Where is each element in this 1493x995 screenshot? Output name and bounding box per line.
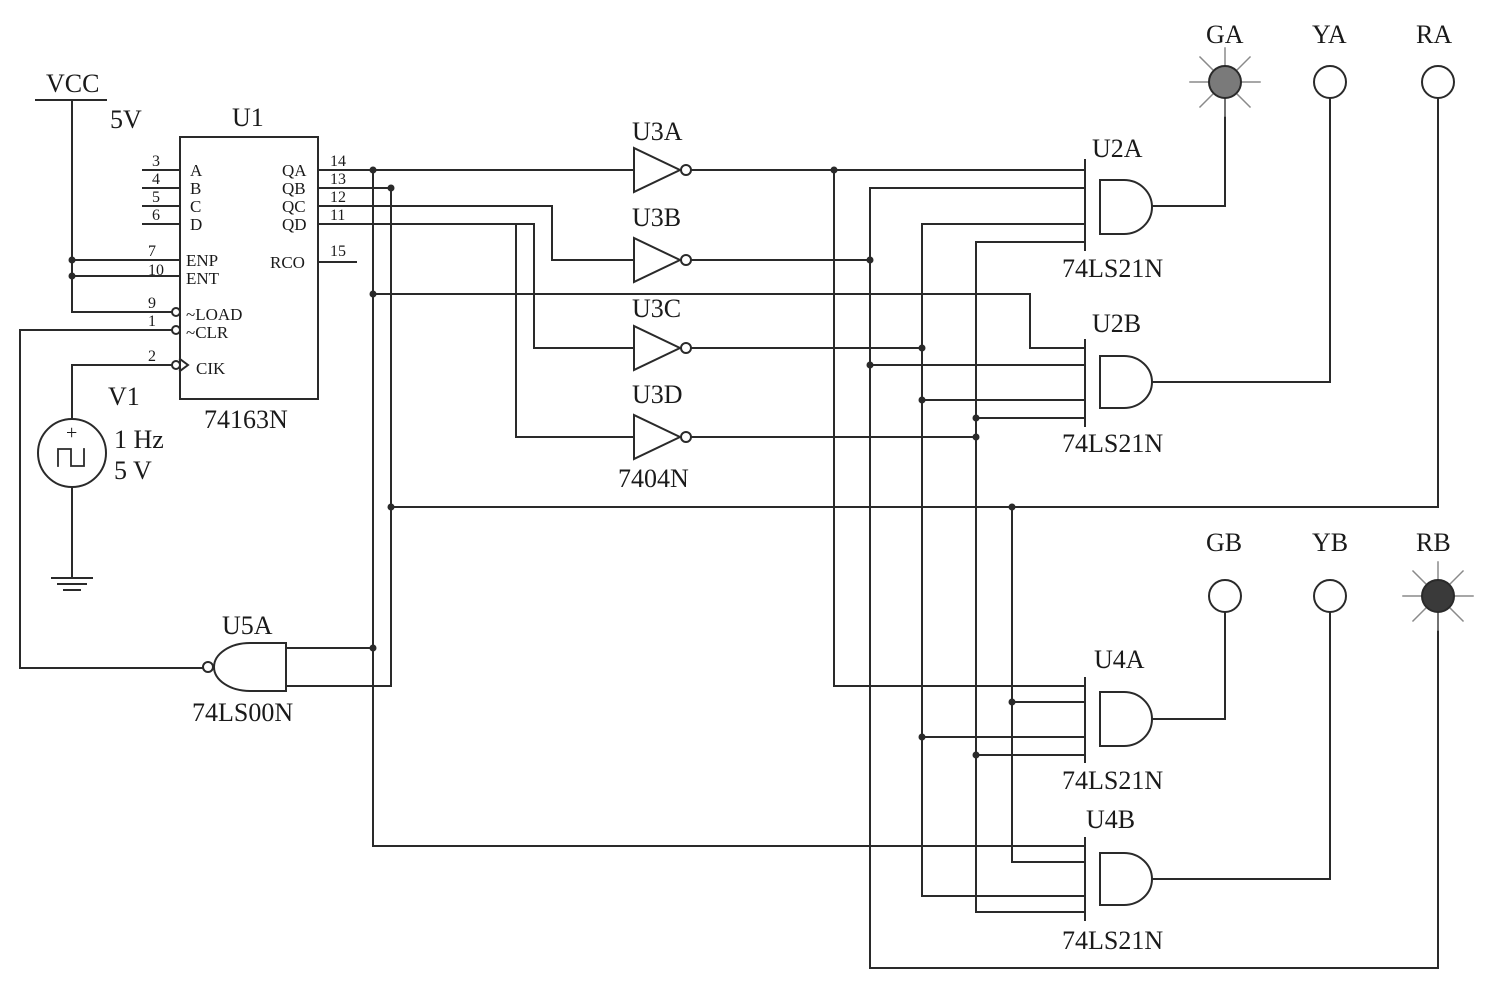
vcc-voltage: 5V [110, 105, 142, 134]
plus-sign: + [66, 422, 77, 444]
pin-num: 14 [330, 153, 346, 170]
gate-part: 74LS21N [1062, 429, 1163, 458]
pin-name: QA [282, 161, 307, 180]
u1-part: 74163N [204, 405, 288, 434]
gate-name: U4B [1086, 805, 1135, 834]
pin-num: 5 [152, 189, 160, 206]
pin-name: ~CLR [186, 323, 229, 342]
lamp-bulb-icon [1313, 579, 1347, 613]
gate-part: 74LS21N [1062, 766, 1163, 795]
pin-name: RCO [270, 253, 305, 272]
lamp-bulb-icon [1313, 65, 1347, 99]
pin-num: 11 [330, 207, 345, 224]
pin-name: ENP [186, 251, 218, 270]
pin-num: 6 [152, 207, 160, 224]
inverter-name: U3D [632, 380, 683, 409]
inverter-name: U3C [632, 294, 681, 323]
gate-name: U2B [1092, 309, 1141, 338]
pin-num: 9 [148, 295, 156, 312]
square-wave-icon [57, 448, 85, 467]
and-gate-u2b[interactable]: U2B 74LS21N [1062, 309, 1163, 458]
inverter-u3b[interactable]: U3B [632, 203, 692, 284]
inverter-name: U3A [632, 117, 683, 146]
and-gate-u2a[interactable]: U2A 74LS21N [1062, 134, 1163, 283]
inverter-u3c[interactable]: U3C [632, 294, 692, 372]
v1-name: V1 [108, 382, 140, 411]
inverter-name: U3B [632, 203, 681, 232]
gate-part: 74LS21N [1062, 254, 1163, 283]
lamp-label: YB [1312, 528, 1348, 557]
pin-name: A [190, 161, 203, 180]
pin-num: 12 [330, 189, 346, 206]
junctions [68, 166, 1016, 759]
and-gate-u4a[interactable]: U4A 74LS21N [1062, 645, 1163, 795]
pin-name: ENT [186, 269, 220, 288]
lamp-bulb-icon [1421, 65, 1455, 99]
lamp-gb: GB [1206, 528, 1242, 613]
counter-u1[interactable]: U1 74163N 3 4 5 6 7 10 9 1 2 A B C D ENP… [148, 103, 346, 434]
pin-num: 10 [148, 262, 164, 279]
and-gate-u4b[interactable]: U4B 74LS21N [1062, 805, 1163, 955]
lamp-ra: RA [1416, 20, 1455, 99]
lamp-label: GA [1206, 20, 1244, 49]
lamp-ya: YA [1312, 20, 1347, 99]
nand-part: 74LS00N [192, 698, 293, 727]
pin-name: QD [282, 215, 307, 234]
lamp-label: RB [1416, 528, 1451, 557]
clock-source-v1[interactable]: + V1 1 Hz 5 V [37, 382, 164, 488]
vcc-supply: VCC 5V [46, 69, 142, 134]
pin-name: CIK [196, 359, 226, 378]
inverter-part: 7404N [618, 464, 689, 493]
pin-name: D [190, 215, 202, 234]
wires [19, 97, 1439, 969]
pin-num: 3 [152, 153, 160, 170]
lamp-label: RA [1416, 20, 1452, 49]
lamp-bulb-icon [1208, 579, 1242, 613]
pin-name: QC [282, 197, 306, 216]
u1-name: U1 [232, 103, 264, 132]
v1-frequency: 1 Hz [114, 425, 164, 454]
pin-name: QB [282, 179, 306, 198]
nand-gate-u5a[interactable]: U5A 74LS00N [192, 611, 293, 727]
v1-amplitude: 5 V [114, 456, 152, 485]
pin-num: 7 [148, 243, 156, 260]
pin-num: 4 [152, 171, 160, 188]
lamp-bulb-icon [1421, 579, 1455, 613]
lamp-rb: RB [1402, 528, 1474, 631]
lamp-label: GB [1206, 528, 1242, 557]
gate-name: U4A [1094, 645, 1145, 674]
lamp-yb: YB [1312, 528, 1348, 613]
nand-name: U5A [222, 611, 273, 640]
pin-name: C [190, 197, 201, 216]
lamp-bulb-icon [1208, 65, 1242, 99]
gate-part: 74LS21N [1062, 926, 1163, 955]
inverter-u3d[interactable]: U3D [632, 380, 692, 461]
lamp-ga: GA [1189, 20, 1261, 117]
ground-icon [51, 577, 93, 591]
pin-num: 1 [148, 313, 156, 330]
inverter-u3a[interactable]: U3A [632, 117, 692, 194]
pin-num: 13 [330, 171, 346, 188]
pin-name: B [190, 179, 201, 198]
vcc-label: VCC [46, 69, 99, 98]
pin-name: ~LOAD [186, 305, 242, 324]
pin-num: 15 [330, 243, 346, 260]
lamp-label: YA [1312, 20, 1347, 49]
pin-num: 2 [148, 348, 156, 365]
gate-name: U2A [1092, 134, 1143, 163]
